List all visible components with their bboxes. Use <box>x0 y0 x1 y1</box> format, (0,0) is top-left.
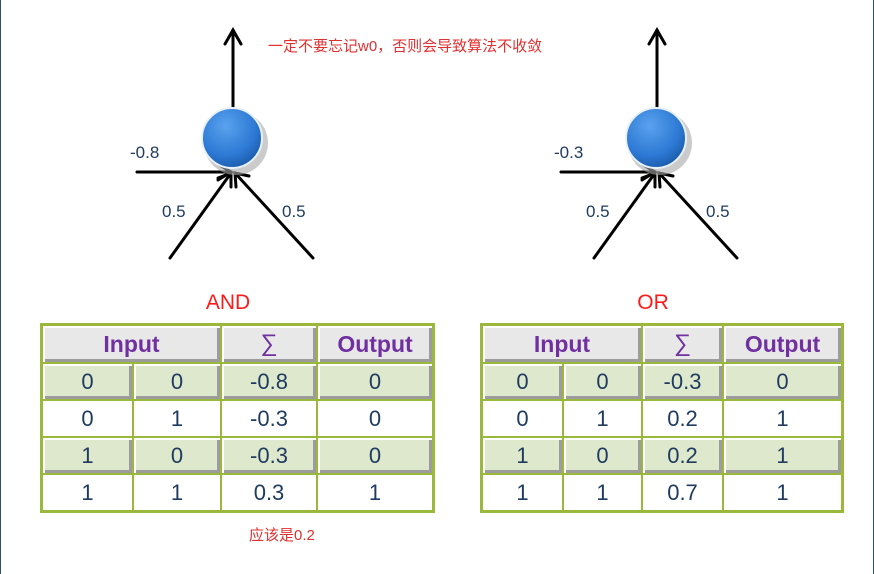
and-output-arrow <box>223 26 243 109</box>
or-truth-table: Input ∑ Output 0 0 -0.3 0 0 1 0.2 1 1 0 … <box>480 323 844 513</box>
cell-output: 0 <box>317 400 433 437</box>
table-row: 0 1 0.2 1 <box>482 400 842 437</box>
table-row: 1 0 0.2 1 <box>482 437 842 474</box>
cell-x1: 1 <box>42 474 133 511</box>
cell-x1: 0 <box>482 363 563 400</box>
cell-x1: 0 <box>42 400 133 437</box>
cell-x2: 1 <box>133 400 221 437</box>
cell-output: 1 <box>723 474 842 511</box>
cell-x1: 0 <box>482 400 563 437</box>
table-row: 0 1 -0.3 0 <box>42 400 433 437</box>
cell-x2: 1 <box>563 400 642 437</box>
cell-sum: -0.8 <box>221 363 317 400</box>
frame-border-left <box>0 0 1 574</box>
cell-sum: 0.2 <box>642 400 723 437</box>
header-sum: ∑ <box>221 325 317 363</box>
header-sum: ∑ <box>642 325 723 363</box>
table-header-row: Input ∑ Output <box>42 325 433 363</box>
cell-output: 0 <box>723 363 842 400</box>
note-correction: 应该是0.2 <box>249 527 315 544</box>
cell-sum: 0.2 <box>642 437 723 474</box>
and-right-weight: 0.5 <box>282 202 306 221</box>
or-perceptron: -0.3 0.5 0.5 <box>554 26 739 260</box>
and-bias-weight: -0.8 <box>130 143 159 162</box>
cell-x2: 1 <box>563 474 642 511</box>
and-perceptron: -0.8 0.5 0.5 <box>130 26 315 260</box>
or-bias-weight: -0.3 <box>554 143 583 162</box>
note-remember-w0: 一定不要忘记w0，否则会导致算法不收敛 <box>268 38 543 55</box>
cell-sum: -0.3 <box>221 400 317 437</box>
cell-x1: 1 <box>42 437 133 474</box>
cell-x2: 0 <box>133 437 221 474</box>
and-table-title: AND <box>205 291 251 314</box>
table-row: 1 0 -0.3 0 <box>42 437 433 474</box>
cell-output: 1 <box>317 474 433 511</box>
header-input: Input <box>42 325 221 363</box>
and-left-weight: 0.5 <box>162 202 186 221</box>
cell-x2: 1 <box>133 474 221 511</box>
table-row: 1 1 0.7 1 <box>482 474 842 511</box>
cell-x2: 0 <box>563 437 642 474</box>
and-neuron <box>201 107 263 169</box>
table-header-row: Input ∑ Output <box>482 325 842 363</box>
cell-sum: 0.7 <box>642 474 723 511</box>
cell-output: 0 <box>317 363 433 400</box>
cell-output: 1 <box>723 437 842 474</box>
or-right-weight: 0.5 <box>706 202 730 221</box>
cell-output: 0 <box>317 437 433 474</box>
cell-x2: 0 <box>563 363 642 400</box>
cell-x1: 0 <box>42 363 133 400</box>
cell-x2: 0 <box>133 363 221 400</box>
or-left-weight: 0.5 <box>586 202 610 221</box>
cell-sum: -0.3 <box>642 363 723 400</box>
cell-x1: 1 <box>482 474 563 511</box>
or-output-arrow <box>647 26 667 109</box>
cell-sum: 0.3 <box>221 474 317 511</box>
table-row: 0 0 -0.8 0 <box>42 363 433 400</box>
table-row: 1 1 0.3 1 <box>42 474 433 511</box>
cell-sum: -0.3 <box>221 437 317 474</box>
or-table-title: OR <box>637 291 669 314</box>
header-output: Output <box>723 325 842 363</box>
header-input: Input <box>482 325 642 363</box>
header-output: Output <box>317 325 433 363</box>
cell-x1: 1 <box>482 437 563 474</box>
or-neuron <box>625 107 687 169</box>
table-row: 0 0 -0.3 0 <box>482 363 842 400</box>
and-truth-table: Input ∑ Output 0 0 -0.8 0 0 1 -0.3 0 1 0… <box>40 323 435 513</box>
cell-output: 1 <box>723 400 842 437</box>
